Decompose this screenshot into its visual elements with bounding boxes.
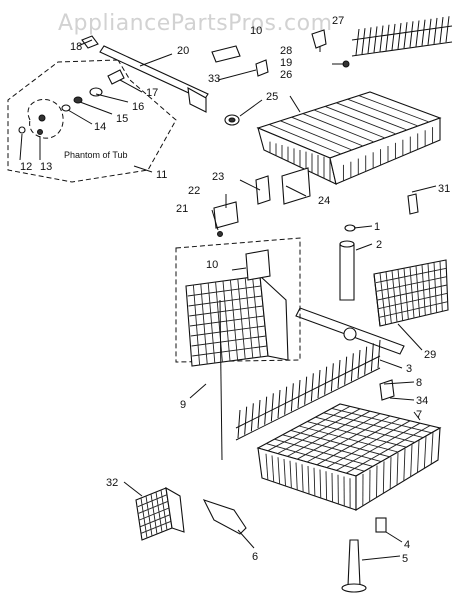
callout-10-top: 10: [250, 25, 262, 37]
side-basket: [374, 260, 448, 326]
callout-23: 23: [212, 171, 224, 183]
bearing-part: [376, 518, 386, 532]
callout-5: 5: [402, 553, 408, 565]
clip-part: [82, 36, 98, 48]
callout-3: 3: [406, 363, 412, 375]
callout-12: 12: [20, 161, 32, 173]
callout-15: 15: [116, 113, 128, 125]
callout-25: 25: [266, 91, 278, 103]
callout-27: 27: [332, 15, 344, 27]
callout-2: 2: [376, 239, 382, 251]
callout-28: 28: [280, 45, 292, 57]
small-basket: [136, 488, 184, 540]
callout-26: 26: [280, 69, 292, 81]
callout-7: 7: [416, 409, 422, 421]
upper-tine-row: [352, 16, 452, 56]
callout-4: 4: [404, 539, 410, 551]
roller-assembly: [62, 70, 124, 111]
upper-clip-parts: [212, 46, 268, 76]
callout-29: 29: [424, 349, 436, 361]
callout-17: 17: [146, 87, 158, 99]
callout-31: 31: [438, 183, 450, 195]
callout-22: 22: [188, 185, 200, 197]
washer-parts: [19, 127, 43, 135]
side-clip-part: [408, 194, 418, 214]
callout-33: 33: [208, 73, 220, 85]
lower-rack: [258, 404, 440, 510]
callout-9: 9: [180, 399, 186, 411]
callout-8: 8: [416, 377, 422, 389]
o-ring-part: [345, 225, 355, 231]
lower-tube: [342, 540, 366, 592]
callout-21: 21: [176, 203, 188, 215]
callout-24: 24: [318, 195, 330, 207]
callout-10: 10: [206, 259, 218, 271]
rack-stop-part: [204, 500, 246, 534]
tub-wire-loop: [28, 99, 63, 138]
upper-rack: [258, 92, 440, 184]
phantom-tub-outline: [8, 60, 176, 182]
callout-19: 19: [280, 57, 292, 69]
callout-34: 34: [416, 395, 428, 407]
callout-14: 14: [94, 121, 106, 133]
callout-16: 16: [132, 101, 144, 113]
silverware-basket-group: [176, 238, 300, 366]
callout-18: 18: [70, 41, 82, 53]
phantom-of-tub-label: Phantom of Tub: [64, 150, 128, 160]
pivot-part: [225, 115, 239, 125]
watermark: AppliancePartsPros.com: [58, 11, 333, 36]
manifold-tube: [340, 241, 354, 300]
callout-20: 20: [177, 45, 189, 57]
callout-1: 1: [374, 221, 380, 233]
rack-adjuster: [214, 168, 310, 237]
callout-32: 32: [106, 477, 118, 489]
callout-13: 13: [40, 161, 52, 173]
callout-11: 11: [156, 169, 167, 181]
callout-6: 6: [252, 551, 258, 563]
